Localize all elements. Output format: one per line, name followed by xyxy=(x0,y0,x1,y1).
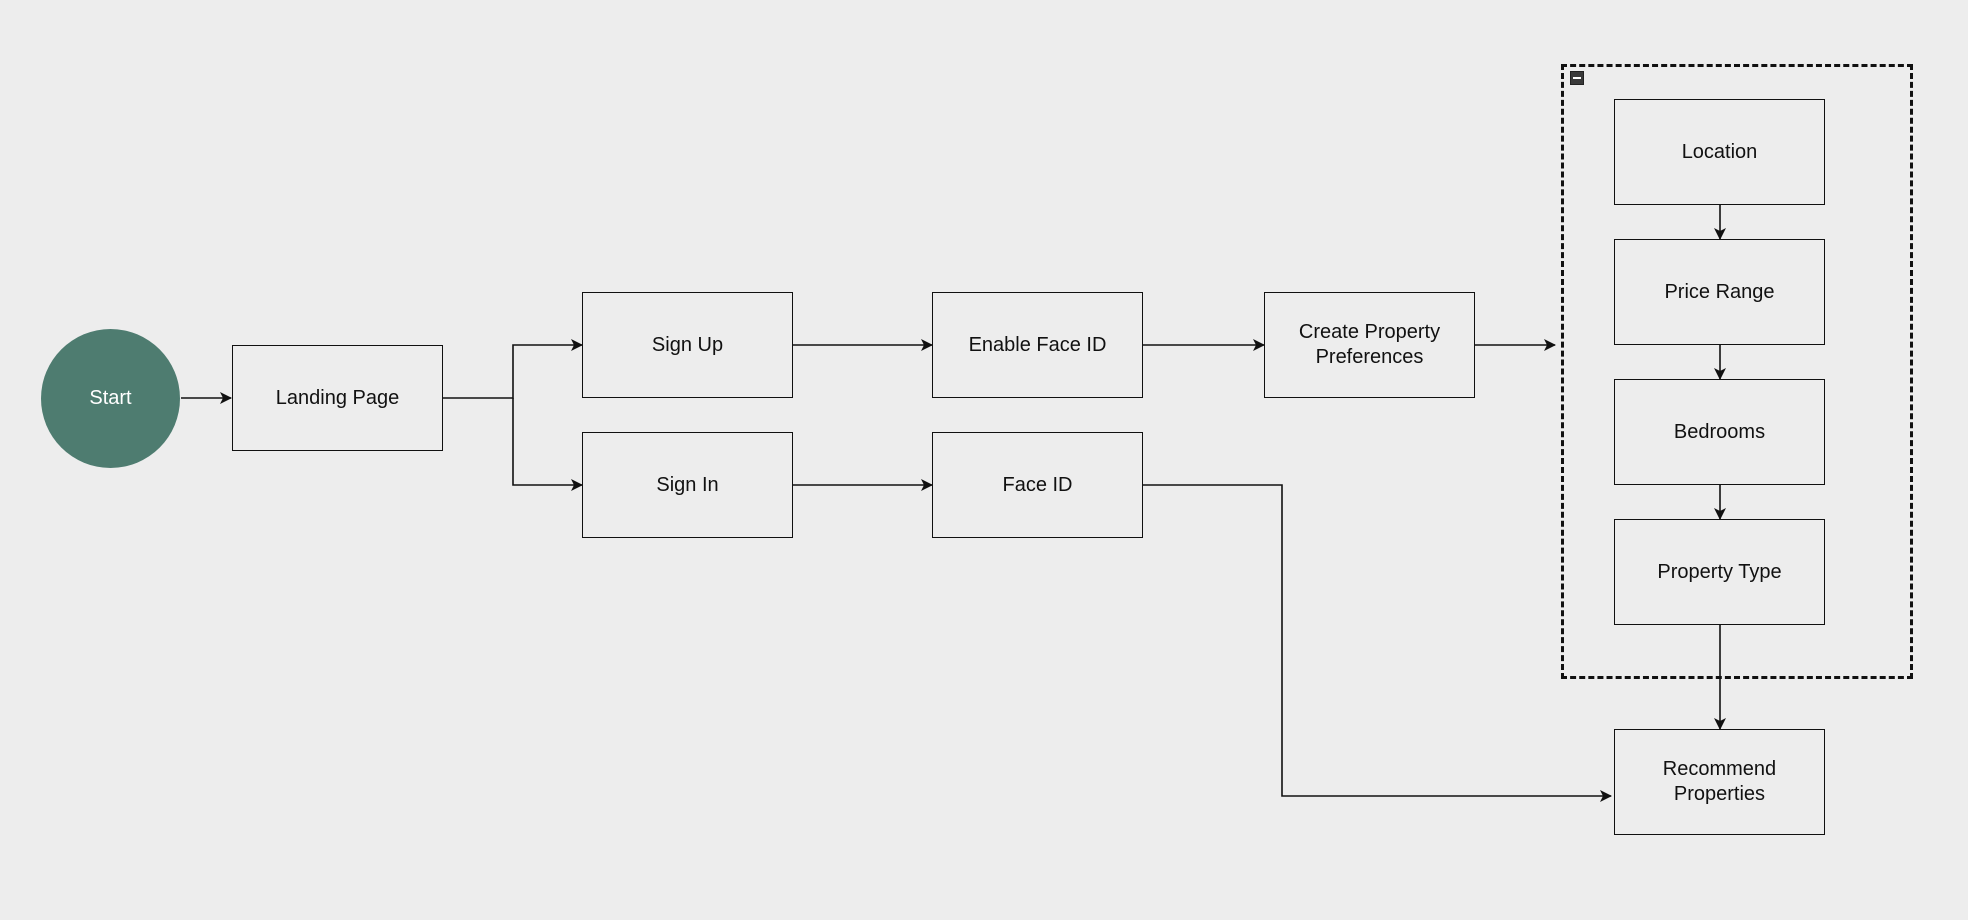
recommend-properties-node[interactable]: Recommend Properties xyxy=(1614,729,1825,835)
group-collapse-toggle[interactable] xyxy=(1570,71,1584,85)
sign-up-node[interactable]: Sign Up xyxy=(582,292,793,398)
location-node[interactable]: Location xyxy=(1614,99,1825,205)
landing-page-label: Landing Page xyxy=(275,386,400,409)
price-range-node[interactable]: Price Range xyxy=(1614,239,1825,345)
property-preferences-group xyxy=(1561,64,1913,679)
sign-in-node[interactable]: Sign In xyxy=(582,432,793,538)
enable-face-id-node[interactable]: Enable Face ID xyxy=(932,292,1143,398)
edge-landing-page-to-sign-up xyxy=(443,339,583,399)
property-type-node[interactable]: Property Type xyxy=(1614,519,1825,625)
create-property-preferences-node[interactable]: Create Property Preferences xyxy=(1264,292,1475,398)
sign-up-label: Sign Up xyxy=(651,333,724,356)
face-id-label: Face ID xyxy=(1002,473,1073,496)
landing-page-node[interactable]: Landing Page xyxy=(232,345,443,451)
start-node-label: Start xyxy=(89,387,132,409)
sign-in-label: Sign In xyxy=(656,473,719,496)
bedrooms-node[interactable]: Bedrooms xyxy=(1614,379,1825,485)
price-range-label: Price Range xyxy=(1664,280,1775,303)
bedrooms-label: Bedrooms xyxy=(1673,420,1766,443)
edge-face-id-to-recommend-properties xyxy=(1143,484,1612,802)
create-property-preferences-label: Create Property Preferences xyxy=(1298,321,1441,368)
start-node[interactable]: Start xyxy=(41,329,180,468)
property-type-label: Property Type xyxy=(1657,560,1782,583)
recommend-properties-label: Recommend Properties xyxy=(1662,758,1777,805)
location-label: Location xyxy=(1681,140,1758,163)
enable-face-id-label: Enable Face ID xyxy=(968,333,1107,356)
minus-icon xyxy=(1573,77,1581,79)
face-id-node[interactable]: Face ID xyxy=(932,432,1143,538)
edge-landing-page-to-sign-in xyxy=(512,398,583,491)
